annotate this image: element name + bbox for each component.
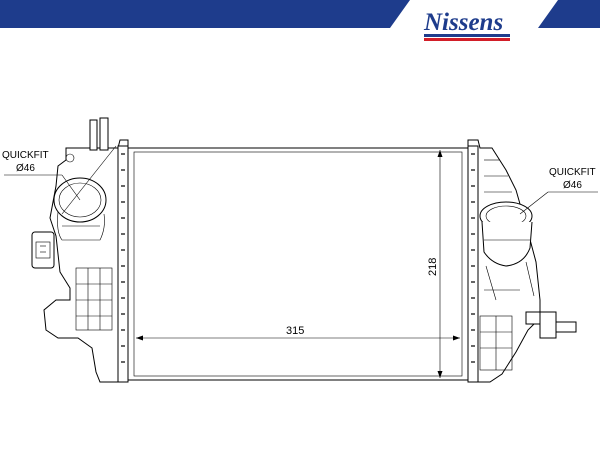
right-header-plate [467, 145, 479, 383]
brand-name: Nissens [423, 9, 503, 36]
core-inner [133, 151, 463, 377]
left-tank-body [43, 139, 129, 383]
right-bottom-bracket [479, 315, 513, 371]
callout-left-leader [61, 174, 81, 201]
callout-right-leader [519, 191, 549, 215]
header-bar-left [0, 0, 410, 28]
left-pipe-stub-1 [89, 119, 98, 151]
callout-left: QUICKFIT Ø46 [2, 145, 117, 215]
brand-logo: Nissens [423, 9, 510, 41]
right-tank-ribs [484, 159, 520, 291]
header-bar-right [538, 0, 600, 28]
callout-left-diameter: Ø46 [16, 163, 35, 174]
callout-right-diameter: Ø46 [563, 180, 582, 191]
left-header-notches [121, 153, 125, 363]
dimension-height-value: 218 [427, 258, 439, 276]
left-bracket-ribs [75, 267, 113, 331]
header-banner: Nissens [0, 0, 600, 41]
left-pipe-stub-2 [99, 117, 109, 151]
core [127, 147, 469, 381]
callout-right: QUICKFIT Ø46 [519, 167, 598, 215]
dimension-width: 315 [136, 325, 460, 341]
right-header-notches [471, 153, 475, 363]
callout-right-label: QUICKFIT [549, 167, 596, 178]
right-end-tank [467, 139, 577, 383]
right-outlet-pipe [525, 311, 577, 339]
right-quickfit-outlet [479, 201, 535, 301]
core-outline [127, 147, 469, 381]
left-mount-hole [65, 153, 75, 163]
dimension-width-value: 315 [286, 325, 304, 337]
dimension-height: 218 [427, 150, 443, 378]
callout-left-label: QUICKFIT [2, 150, 49, 161]
left-header-plate [117, 145, 129, 383]
left-sensor-connector [31, 231, 55, 269]
logo-stripe-navy [424, 34, 510, 37]
logo-stripe-red [424, 38, 510, 41]
callout-left-diameter-line [61, 145, 117, 215]
